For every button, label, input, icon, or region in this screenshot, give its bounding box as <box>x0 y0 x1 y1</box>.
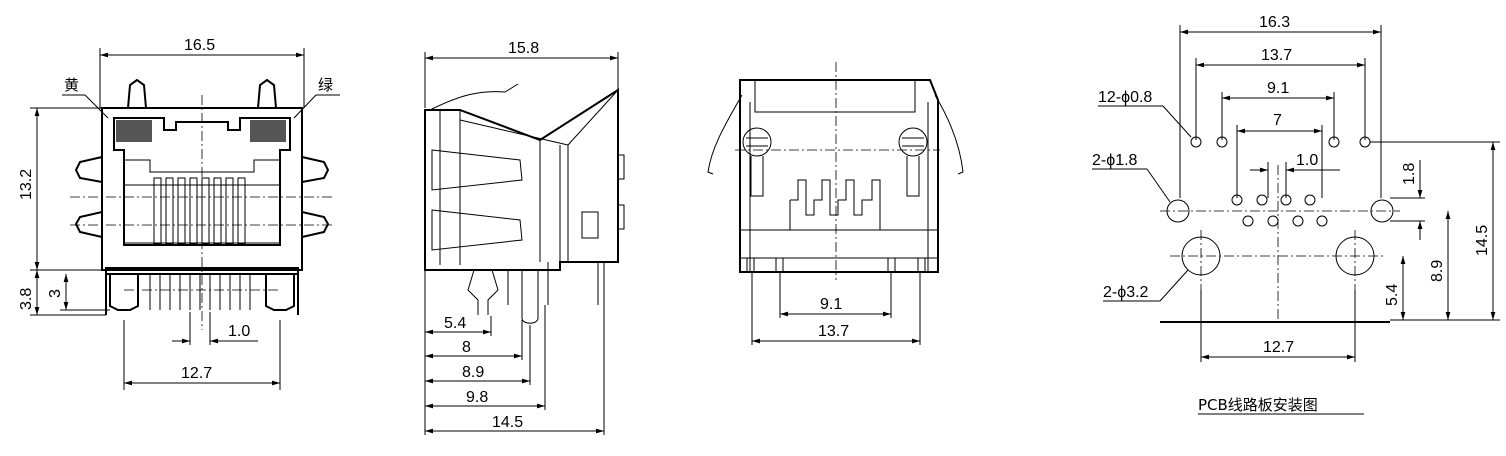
front-pins <box>149 274 251 310</box>
pcb-top-width-label: 16.3 <box>1259 14 1290 31</box>
pcb-mid-height-label: 8.9 <box>1429 260 1446 282</box>
front-height-label: 13.2 <box>18 169 35 200</box>
front-view: 16.5 黄 绿 <box>18 37 340 390</box>
pcb-total-height-label: 14.5 <box>1474 225 1491 256</box>
pcb-peg-span-label: 12.7 <box>1263 339 1294 356</box>
pcb-caption: PCB线路板安装图 <box>1198 396 1318 414</box>
side-depth-label: 15.8 <box>508 40 539 57</box>
front-contacts <box>153 177 246 245</box>
pcb-peg-height-label: 5.4 <box>1384 284 1401 306</box>
rear-inner-span-label: 9.1 <box>820 296 842 313</box>
pcb-hole-row-mid <box>1231 194 1328 227</box>
front-standoff-label: 3 <box>47 289 64 298</box>
pcb-row-offset-label: 1.8 <box>1401 163 1418 185</box>
pcb-layout: 16.3 13.7 9.1 7 1.0 <box>1092 14 1500 415</box>
front-width-label: 16.5 <box>184 37 215 54</box>
led-green-label: 绿 <box>318 76 333 94</box>
pcb-pin-span-b-label: 7 <box>1273 112 1282 129</box>
pcb-hole-row-top <box>1190 136 1371 148</box>
led-yellow-label: 黄 <box>64 76 79 94</box>
front-bottom-height-label: 3.8 <box>18 288 35 310</box>
pcb-hole-small-label: 12-ϕ0.8 <box>1098 89 1152 106</box>
rear-outer-span-label: 13.7 <box>818 323 849 340</box>
pcb-hole-peg-label: 2-ϕ3.2 <box>1103 284 1149 301</box>
front-pitch-label: 1.0 <box>228 323 250 340</box>
side-view: 15.8 5.4 8 8.9 <box>424 40 625 435</box>
pcb-pitch-label: 1.0 <box>1296 152 1318 169</box>
side-d3-label: 8.9 <box>462 364 484 381</box>
side-d2-label: 8 <box>462 339 471 356</box>
side-d4-label: 9.8 <box>466 389 488 406</box>
rear-view: 9.1 13.7 <box>707 62 964 345</box>
pcb-pin-span-a-label: 9.1 <box>1267 80 1289 97</box>
side-d5-label: 14.5 <box>492 414 523 431</box>
front-pin-span-label: 12.7 <box>181 365 212 382</box>
pcb-hole-mount-label: 2-ϕ1.8 <box>1092 152 1138 169</box>
pcb-row-width-label: 13.7 <box>1261 47 1292 64</box>
side-d1-label: 5.4 <box>444 315 466 332</box>
